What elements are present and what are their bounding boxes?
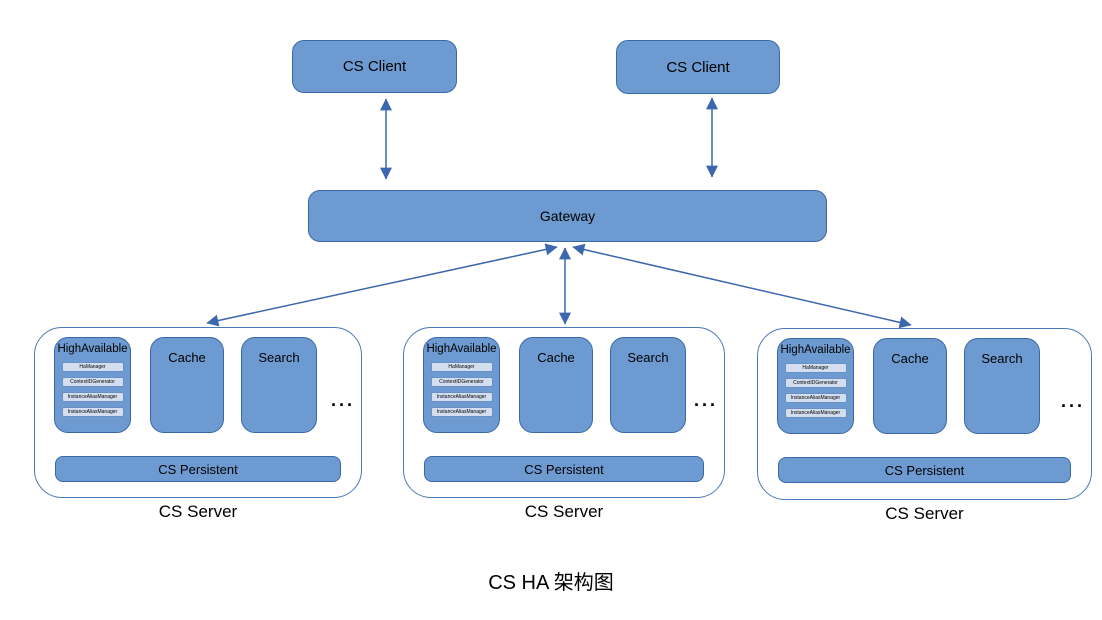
cache-box: Cache: [873, 338, 947, 434]
ha-module: InstanceAliasManager: [784, 408, 847, 418]
ha-module: HaManager: [61, 362, 124, 372]
gateway-label: Gateway: [539, 208, 596, 224]
ha-module: ContextIDGenerator: [61, 377, 124, 387]
gateway-node: Gateway: [308, 190, 827, 242]
search-box: Search: [241, 337, 317, 433]
cache-box: Cache: [150, 337, 224, 433]
ha-module: ContextIDGenerator: [430, 377, 493, 387]
cs-server-container-1: HighAvailable HaManager ContextIDGenerat…: [34, 327, 362, 498]
high-available-box: HighAvailable HaManager ContextIDGenerat…: [54, 337, 131, 433]
cache-box: Cache: [519, 337, 593, 433]
cs-persistent-bar: CS Persistent: [424, 456, 704, 482]
ha-module: InstanceAliasManager: [61, 392, 124, 402]
high-available-box: HighAvailable HaManager ContextIDGenerat…: [423, 337, 500, 433]
cs-client-label: CS Client: [342, 58, 407, 75]
cs-server-container-3: HighAvailable HaManager ContextIDGenerat…: [757, 328, 1092, 500]
ha-module: ContextIDGenerator: [784, 378, 847, 388]
ha-module: InstanceAliasManager: [61, 407, 124, 417]
high-available-box: HighAvailable HaManager ContextIDGenerat…: [777, 338, 854, 434]
ha-module: InstanceAliasManager: [784, 393, 847, 403]
ha-module: InstanceAliasManager: [430, 407, 493, 417]
more-modules-ellipsis: ...: [330, 390, 355, 410]
arrow-gateway-server1: [206, 243, 558, 327]
search-box: Search: [610, 337, 686, 433]
cs-client-node-2: CS Client: [616, 40, 780, 94]
cs-client-label: CS Client: [666, 58, 730, 76]
cs-server-label-2: CS Server: [524, 502, 604, 521]
cs-client-node-1: CS Client: [292, 40, 457, 93]
cs-server-container-2: HighAvailable HaManager ContextIDGenerat…: [403, 327, 725, 498]
high-available-title: HighAvailable: [780, 344, 851, 356]
high-available-title: HighAvailable: [426, 343, 497, 355]
search-box: Search: [964, 338, 1040, 434]
more-modules-ellipsis: ...: [693, 390, 718, 410]
cs-persistent-bar: CS Persistent: [55, 456, 341, 482]
ha-module: HaManager: [430, 362, 493, 372]
high-available-title: HighAvailable: [57, 343, 128, 355]
diagram-title: CS HA 架构图: [488, 572, 614, 594]
cs-server-label-3: CS Server: [885, 504, 964, 523]
ha-module: HaManager: [784, 363, 847, 373]
cs-server-label-1: CS Server: [158, 502, 238, 521]
more-modules-ellipsis: ...: [1060, 391, 1085, 411]
ha-module: InstanceAliasManager: [430, 392, 493, 402]
cs-persistent-bar: CS Persistent: [778, 457, 1071, 483]
arrow-gateway-server3: [572, 243, 912, 329]
